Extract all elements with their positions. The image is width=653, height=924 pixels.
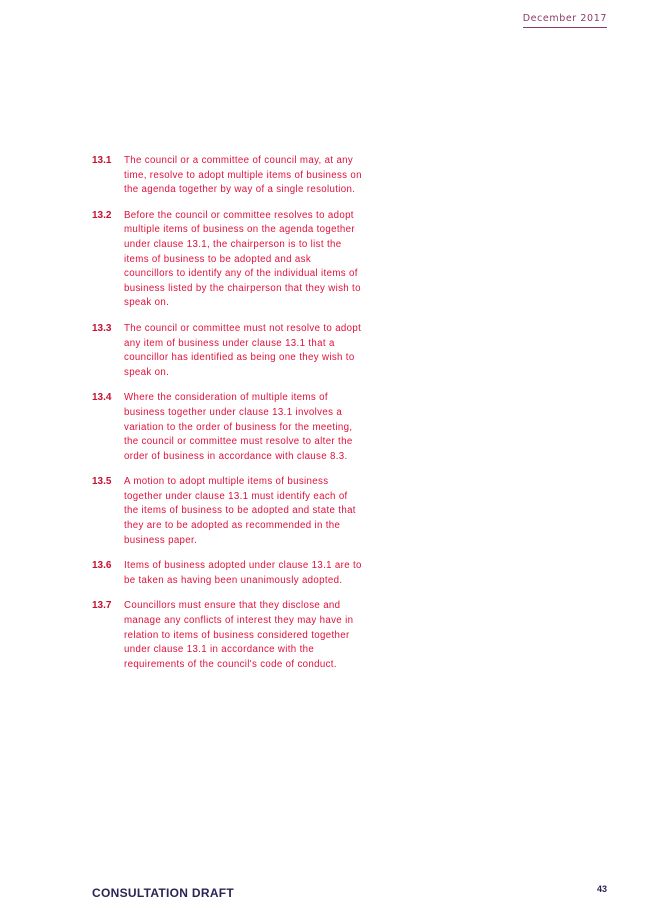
clause-13-1: 13.1 The council or a committee of counc…: [92, 154, 362, 198]
footer-label: CONSULTATION DRAFT: [92, 886, 235, 900]
clause-number: 13.2: [92, 209, 112, 221]
header-date: December 2017: [522, 13, 607, 28]
clause-number: 13.6: [92, 560, 112, 572]
clause-text: A motion to adopt multiple items of busi…: [124, 476, 356, 546]
clause-13-4: 13.4 Where the consideration of multiple…: [92, 391, 362, 464]
clause-text: The council or a committee of council ma…: [124, 155, 362, 196]
clause-13-7: 13.7 Councillors must ensure that they d…: [92, 599, 362, 672]
clause-number: 13.4: [92, 392, 112, 404]
clause-text: The council or committee must not resolv…: [124, 322, 362, 378]
clause-13-2: 13.2 Before the council or committee res…: [92, 209, 362, 311]
clause-number: 13.7: [92, 600, 112, 612]
clause-number: 13.3: [92, 322, 112, 334]
clause-text: Councillors must ensure that they disclo…: [124, 600, 354, 670]
clause-text: Where the consideration of multiple item…: [124, 392, 353, 462]
clause-number: 13.1: [92, 155, 112, 166]
clause-13-3: 13.3 The council or committee must not r…: [92, 322, 362, 380]
clause-13-6: 13.6 Items of business adopted under cla…: [92, 559, 362, 588]
page-number: 43: [596, 884, 607, 894]
clause-number: 13.5: [92, 476, 112, 488]
clause-13-5: 13.5 A motion to adopt multiple items of…: [92, 475, 362, 548]
clause-text: Items of business adopted under clause 1…: [124, 560, 362, 586]
clause-text: Before the council or committee resolves…: [124, 209, 361, 309]
clause-list: 13.1 The council or a committee of counc…: [92, 154, 362, 683]
